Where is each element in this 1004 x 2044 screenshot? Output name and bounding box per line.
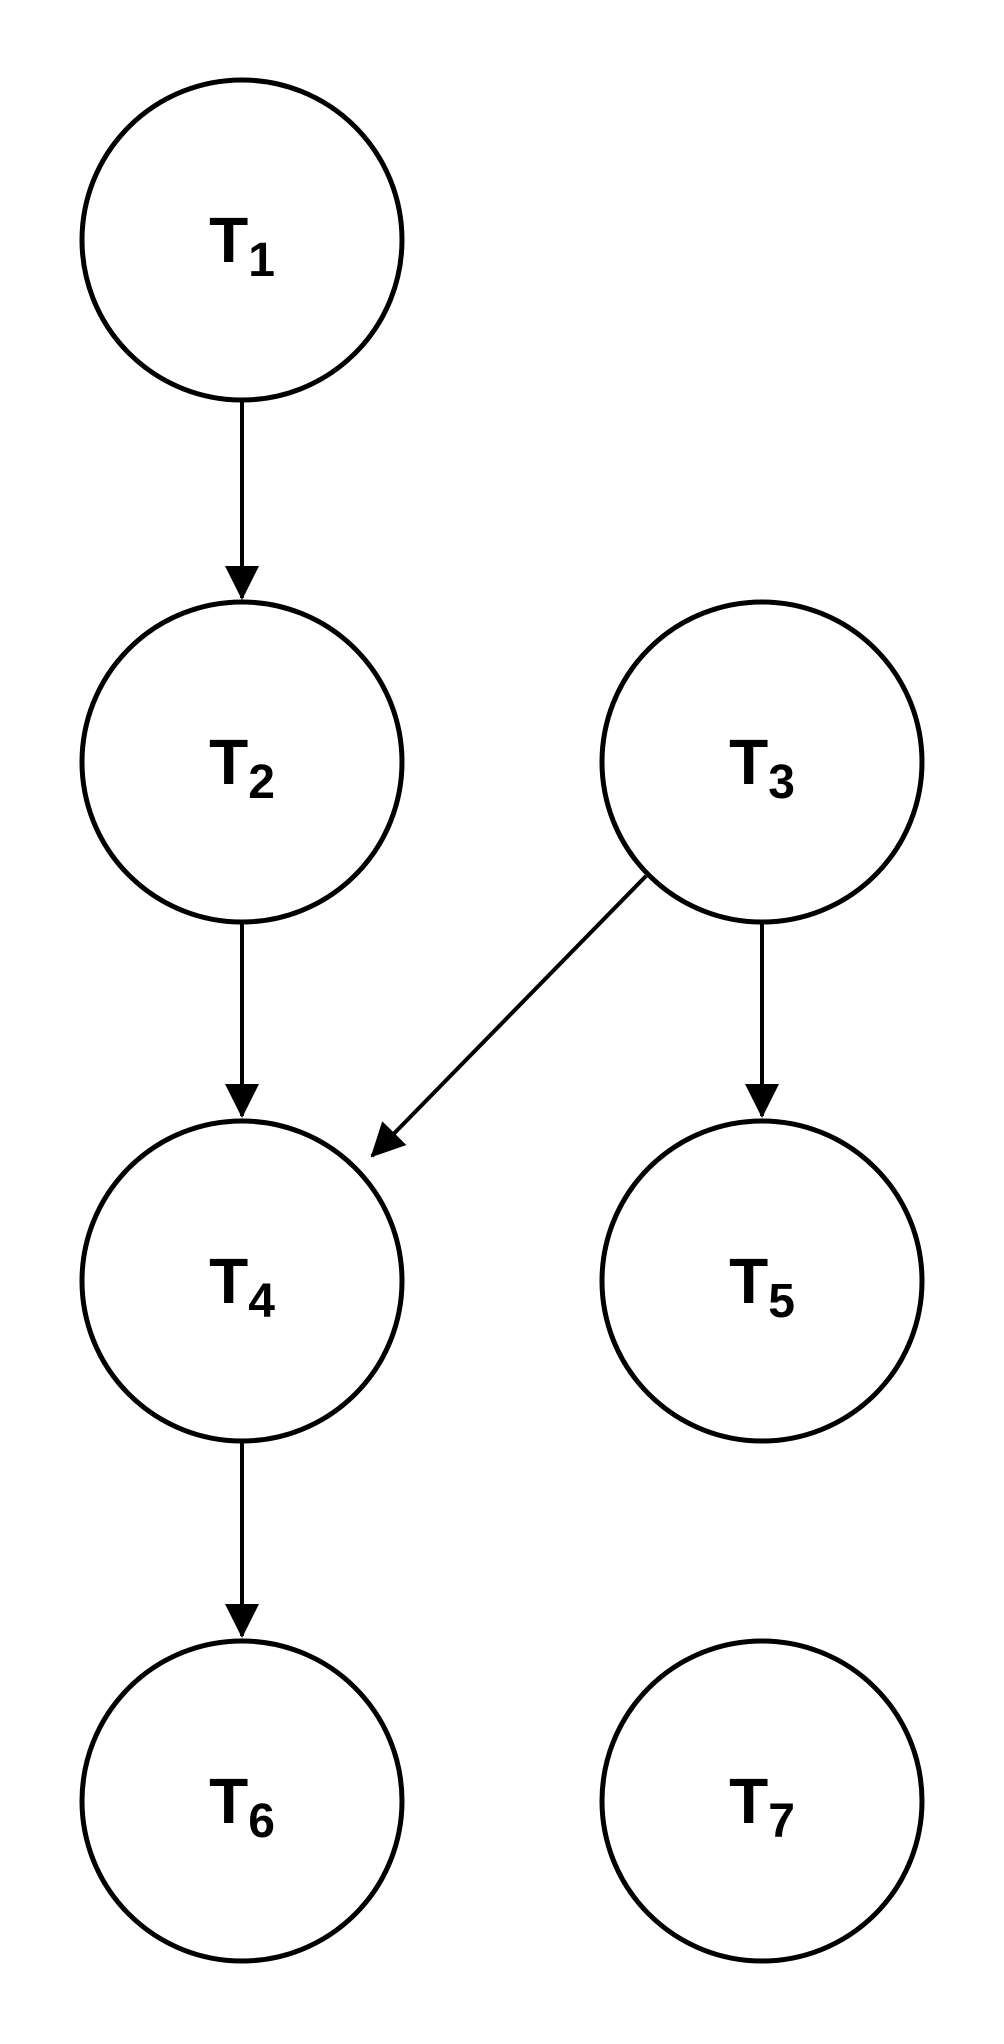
- node-t2-base: T: [209, 726, 248, 798]
- node-t5-base: T: [729, 1245, 768, 1317]
- node-t6-sub: 6: [248, 1795, 275, 1848]
- node-t7-sub: 7: [768, 1795, 795, 1848]
- node-t5: T5: [599, 1118, 925, 1444]
- node-t7: T7: [599, 1638, 925, 1964]
- node-t6-base: T: [209, 1765, 248, 1837]
- node-t5-label: T5: [729, 1245, 795, 1328]
- node-t7-base: T: [729, 1765, 768, 1837]
- node-t6-label: T6: [209, 1765, 275, 1848]
- node-t5-circle: [599, 1118, 925, 1444]
- node-t1-base: T: [209, 204, 248, 276]
- node-t4-circle: [79, 1118, 405, 1444]
- node-t4-label: T4: [209, 1245, 275, 1328]
- node-t3-circle: [599, 599, 925, 925]
- node-t1-sub: 1: [248, 234, 275, 287]
- node-t4-base: T: [209, 1245, 248, 1317]
- node-t3: T3: [599, 599, 925, 925]
- node-t2-circle: [79, 599, 405, 925]
- node-t7-label: T7: [729, 1765, 795, 1848]
- node-t6: T6: [79, 1638, 405, 1964]
- node-t4: T4: [79, 1118, 405, 1444]
- node-t2-label: T2: [209, 726, 275, 809]
- node-t1-label: T1: [209, 204, 275, 287]
- node-t6-circle: [79, 1638, 405, 1964]
- node-t4-sub: 4: [248, 1275, 275, 1328]
- node-t3-label: T3: [729, 726, 795, 809]
- node-t1: T1: [79, 77, 405, 403]
- node-t5-sub: 5: [768, 1275, 795, 1328]
- node-t2-sub: 2: [248, 756, 275, 809]
- node-t3-sub: 3: [768, 756, 795, 809]
- node-t2: T2: [79, 599, 405, 925]
- edge-t3-t4: [370, 874, 648, 1158]
- node-t7-circle: [599, 1638, 925, 1964]
- node-t3-base: T: [729, 726, 768, 798]
- node-t1-circle: [79, 77, 405, 403]
